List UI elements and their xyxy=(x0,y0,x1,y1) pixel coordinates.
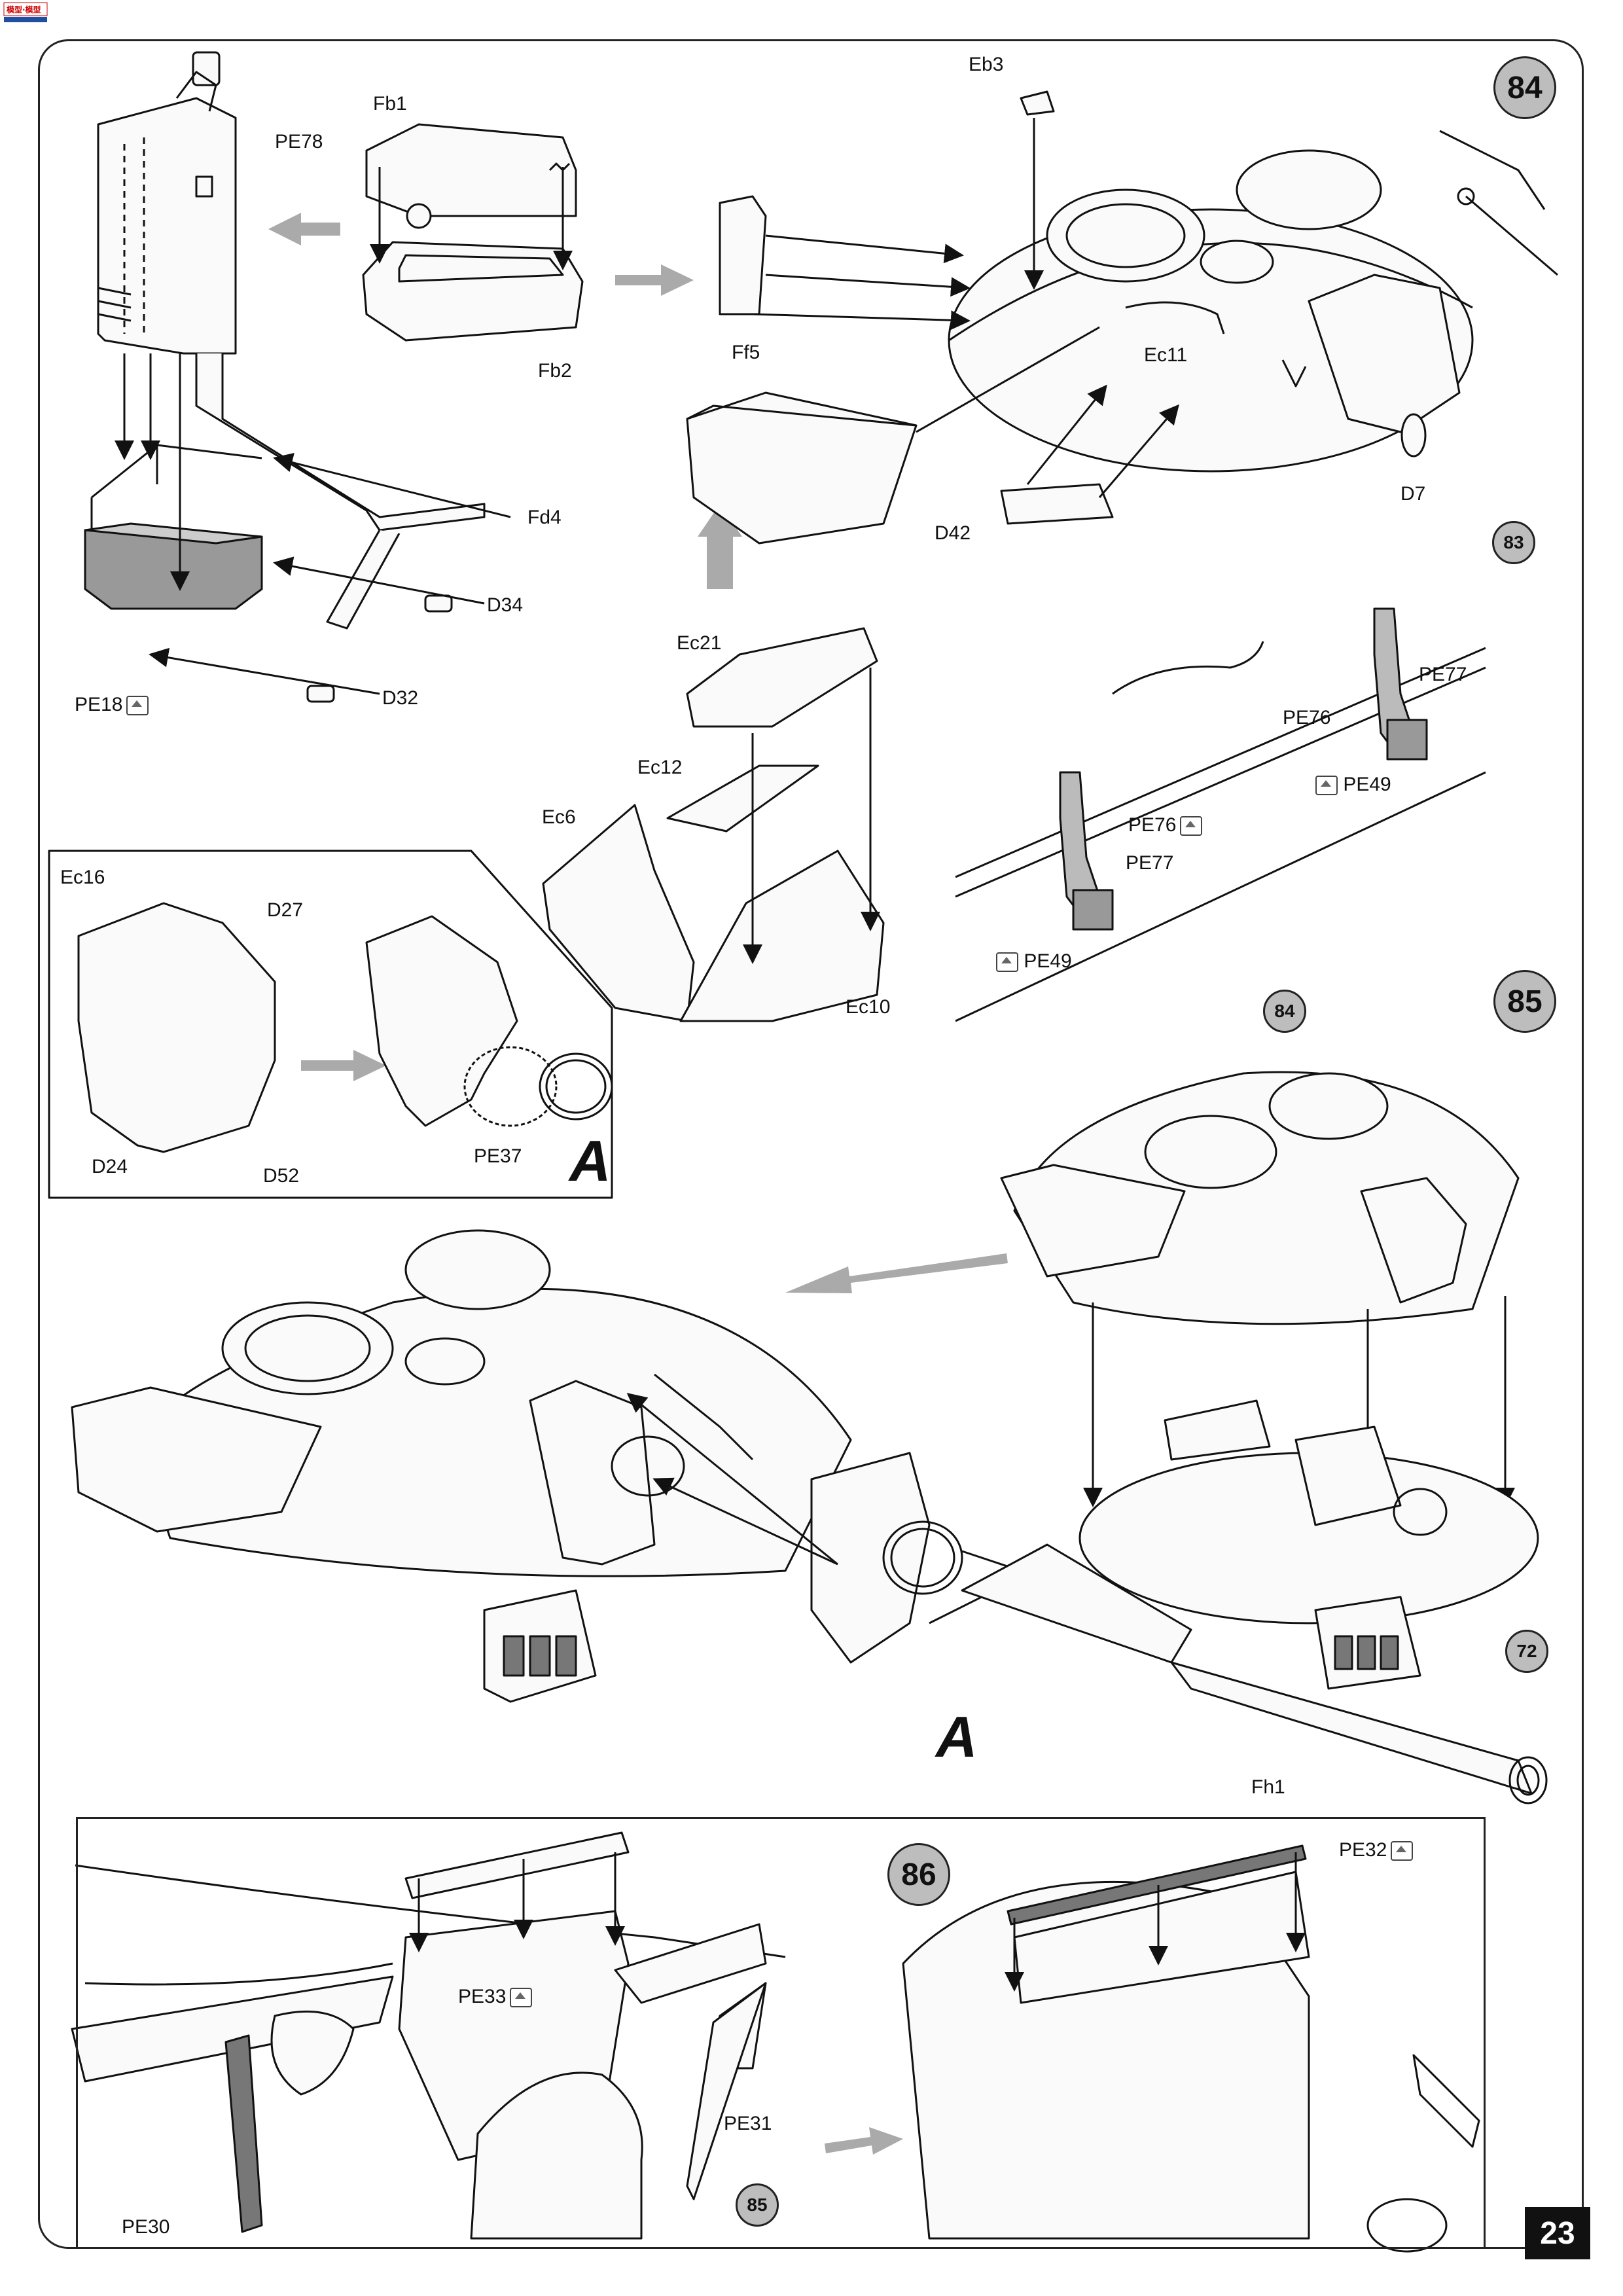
exploded-box xyxy=(542,627,885,1022)
label-d27: D27 xyxy=(267,899,304,921)
label-ff5: Ff5 xyxy=(732,342,760,363)
label-d32: D32 xyxy=(382,687,419,709)
label-ec12: Ec12 xyxy=(637,757,683,778)
publisher-logo: 模型·模型 xyxy=(3,1,48,25)
label-d24: D24 xyxy=(92,1156,128,1177)
logo-text: 模型·模型 xyxy=(7,5,41,14)
label-pe33: PE33 xyxy=(458,1986,533,2008)
turret-step-85-main xyxy=(71,1229,1022,1703)
label-pe49-lower: PE49 xyxy=(992,950,1072,973)
label-d7: D7 xyxy=(1400,483,1426,505)
pe18-text: PE18 xyxy=(75,694,123,715)
label-pe77-upper: PE77 xyxy=(1419,664,1467,685)
photo-etch-icon xyxy=(996,952,1018,973)
label-pe76-upper: PE76 xyxy=(1283,707,1331,728)
label-ec10: Ec10 xyxy=(846,996,891,1018)
label-pe18: PE18 xyxy=(75,694,149,716)
photo-etch-icon xyxy=(1391,1841,1414,1861)
stowage-box-84 xyxy=(686,391,918,545)
gun-barrel-fh1 xyxy=(961,1543,1548,1804)
label-pe37: PE37 xyxy=(474,1145,522,1167)
label-d34: D34 xyxy=(487,594,524,616)
label-d52: D52 xyxy=(263,1165,300,1187)
pe33-text: PE33 xyxy=(458,1986,507,2007)
pe49-text: PE49 xyxy=(1024,950,1072,972)
label-ec16: Ec16 xyxy=(60,867,105,888)
detail-letter-a-inset: A xyxy=(569,1128,611,1193)
part-fb2 xyxy=(362,241,584,342)
label-pe31: PE31 xyxy=(724,2113,772,2134)
pe49-text: PE49 xyxy=(1343,774,1391,795)
lid-detail-inset xyxy=(955,607,1486,1022)
label-ec21: Ec21 xyxy=(677,632,722,654)
turret-step-85-right xyxy=(1000,1071,1539,1690)
label-pe49-upper: PE49 xyxy=(1311,774,1391,796)
ref-step-84: 84 xyxy=(1263,990,1306,1033)
detail-letter-a-main: A xyxy=(936,1704,978,1769)
label-d42: D42 xyxy=(935,522,971,544)
step-86-inset xyxy=(71,1831,1480,2253)
label-pe77-lower: PE77 xyxy=(1126,852,1174,874)
jerry-can xyxy=(97,51,237,355)
step-number-84: 84 xyxy=(1493,56,1556,119)
pe32-text: PE32 xyxy=(1339,1839,1387,1861)
label-pe30: PE30 xyxy=(122,2216,170,2238)
label-fb1: Fb1 xyxy=(373,93,407,115)
label-fh1: Fh1 xyxy=(1251,1776,1285,1798)
detail-a-inset xyxy=(48,850,613,1199)
label-pe76-lower: PE76 xyxy=(1128,814,1203,836)
part-fd4 xyxy=(195,353,486,531)
label-ec11: Ec11 xyxy=(1144,344,1188,366)
ref-step-72: 72 xyxy=(1505,1630,1548,1673)
photo-etch-icon xyxy=(510,1988,533,2008)
label-ec6: Ec6 xyxy=(542,806,576,828)
label-fb2: Fb2 xyxy=(538,360,572,382)
ref-step-85: 85 xyxy=(736,2183,779,2227)
label-eb3: Eb3 xyxy=(969,54,1004,75)
page-number: 23 xyxy=(1525,2207,1590,2259)
part-fb1 xyxy=(365,123,577,217)
pe76-text: PE76 xyxy=(1128,814,1177,836)
part-d42 xyxy=(1000,483,1114,525)
label-pe32: PE32 xyxy=(1339,1839,1414,1861)
photo-etch-icon xyxy=(126,696,149,716)
label-fd4: Fd4 xyxy=(527,507,562,528)
label-pe78: PE78 xyxy=(275,131,323,152)
step-number-86: 86 xyxy=(887,1843,950,1906)
ref-step-83: 83 xyxy=(1492,521,1535,564)
jerry-can-rack xyxy=(84,444,263,610)
photo-etch-icon xyxy=(1180,816,1203,836)
photo-etch-icon xyxy=(1315,776,1338,796)
step-number-85: 85 xyxy=(1493,970,1556,1033)
step-86-frame xyxy=(76,1817,1486,2249)
turret-step-84 xyxy=(948,130,1558,473)
